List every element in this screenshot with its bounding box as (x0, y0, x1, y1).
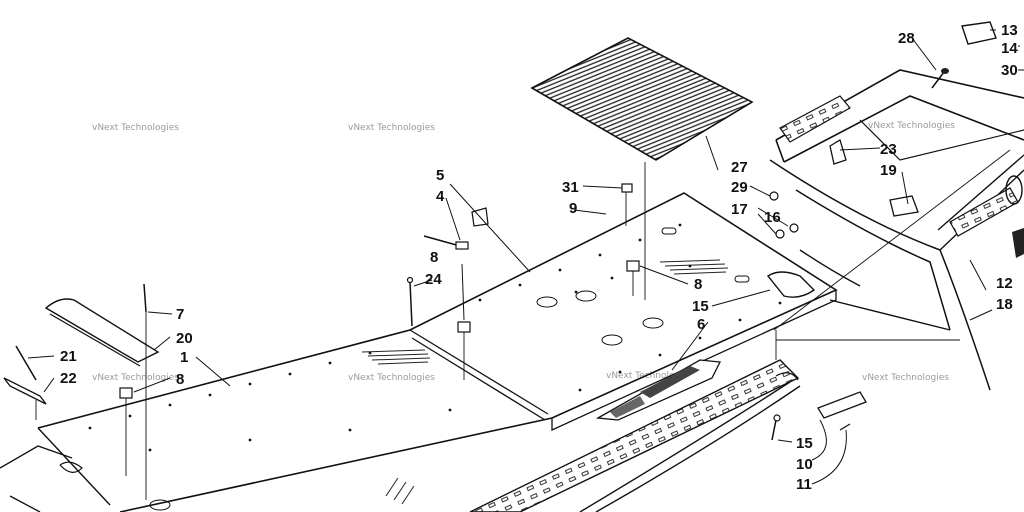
watermark-4: vNext Technologies (868, 121, 955, 131)
tunnel-panel (0, 192, 838, 512)
callout-10: 10 (796, 456, 813, 473)
tunnel-decal (595, 359, 722, 421)
callout-15-a: 15 (692, 298, 709, 315)
watermark-8: vNext Technologies (862, 373, 949, 383)
callout-15-b: 15 (796, 435, 813, 452)
callout-7: 7 (176, 306, 184, 323)
watermark-1: vNext Technologies (92, 123, 179, 133)
callout-28: 28 (898, 30, 915, 47)
callout-16: 16 (764, 209, 781, 226)
running-board (469, 359, 801, 512)
callout-29: 29 (731, 179, 748, 196)
callout-31: 31 (562, 179, 579, 196)
callout-17: 17 (731, 201, 748, 218)
callout-5: 5 (436, 167, 444, 184)
callout-1: 1 (180, 349, 188, 366)
hardware-parts (3, 21, 997, 441)
callout-30: 30 (1001, 62, 1018, 79)
watermark-7: vNext Technologies (606, 371, 693, 381)
seat-pad (530, 37, 754, 161)
callout-22: 22 (60, 370, 77, 387)
callout-23: 23 (880, 141, 897, 158)
callout-24: 24 (425, 271, 442, 288)
callout-20: 20 (176, 330, 193, 347)
callout-8-b: 8 (694, 276, 702, 293)
callout-4: 4 (436, 188, 445, 205)
assembly-guides (35, 149, 1011, 500)
callout-labels: 1 4 5 6 7 8 8 8 9 10 11 12 13 14 15 15 1… (60, 22, 1018, 493)
callout-11: 11 (796, 476, 812, 493)
callout-13: 13 (1001, 22, 1018, 39)
callout-21: 21 (60, 348, 77, 365)
callout-9: 9 (569, 200, 577, 217)
callout-8-c: 8 (176, 371, 184, 388)
callout-6: 6 (697, 316, 705, 333)
rear-bumper-assembly (769, 69, 1024, 391)
watermark-2: vNext Technologies (348, 123, 435, 133)
watermark-5: vNext Technologies (92, 373, 179, 383)
callout-14: 14 (1001, 40, 1018, 57)
callout-27: 27 (731, 159, 748, 176)
callout-8-a: 8 (430, 249, 438, 266)
watermarks: vNext Technologies vNext Technologies vN… (92, 118, 955, 383)
watermark-6: vNext Technologies (348, 373, 435, 383)
leader-lines (27, 29, 1024, 485)
callout-19: 19 (880, 162, 897, 179)
callout-12: 12 (996, 275, 1013, 292)
callout-18: 18 (996, 296, 1013, 313)
